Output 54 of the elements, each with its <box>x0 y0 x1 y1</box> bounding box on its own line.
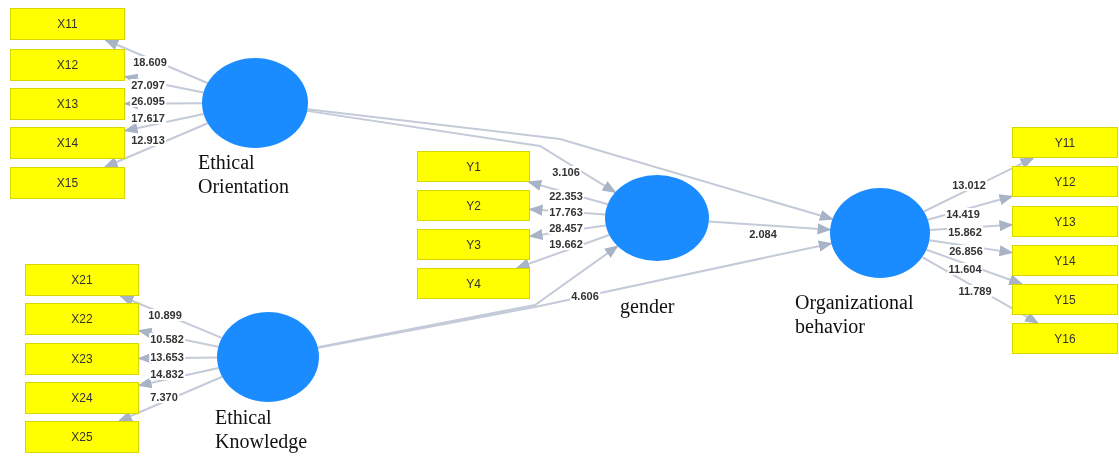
indicator-box: Y4 <box>417 268 530 299</box>
edge-label: 10.899 <box>147 309 183 321</box>
edge-label: 12.913 <box>130 134 166 146</box>
edge-label: 19.662 <box>548 238 584 250</box>
construct-label: Ethical Orientation <box>198 150 291 198</box>
indicator-box: X25 <box>25 421 139 453</box>
indicator-box: Y2 <box>417 190 530 221</box>
edge-label: 7.370 <box>149 391 179 403</box>
indicator-box: Y16 <box>1012 323 1118 354</box>
indicator-box: Y13 <box>1012 206 1118 237</box>
indicator-box: X15 <box>10 167 125 199</box>
edge-label: 18.609 <box>132 56 168 68</box>
indicator-box: Y12 <box>1012 166 1118 197</box>
indicator-box: Y1 <box>417 151 530 182</box>
indicator-box: X21 <box>25 264 139 296</box>
edge-label: 4.606 <box>570 290 600 302</box>
edge-label: 26.856 <box>948 245 984 257</box>
edge-label: 14.419 <box>945 208 981 220</box>
edge-label: 17.763 <box>548 206 584 218</box>
edge-label: 13.012 <box>951 179 987 191</box>
edge-label: 14.832 <box>149 368 185 380</box>
arrow <box>707 220 832 235</box>
indicator-box: Y15 <box>1012 284 1118 315</box>
indicator-box: Y14 <box>1012 245 1118 276</box>
edge-label: 13.653 <box>149 351 185 363</box>
edge-label: 17.617 <box>130 112 166 124</box>
edge-label: 2.084 <box>748 228 778 240</box>
edge-label: 15.862 <box>947 226 983 238</box>
construct-label: gender <box>620 294 676 318</box>
indicator-box: X22 <box>25 303 139 335</box>
arrow <box>316 245 619 349</box>
edge-label: 22.353 <box>548 190 584 202</box>
edge-label: 28.457 <box>548 222 584 234</box>
edge-label: 10.582 <box>149 333 185 345</box>
indicator-box: X13 <box>10 88 125 120</box>
construct-label: Ethical Knowledge <box>215 405 309 453</box>
arrow <box>306 109 617 194</box>
indicator-box: Y11 <box>1012 127 1118 158</box>
indicator-box: X11 <box>10 8 125 40</box>
indicator-box: X12 <box>10 49 125 81</box>
indicator-box: X23 <box>25 343 139 375</box>
arrow <box>123 112 205 134</box>
edge-label: 11.604 <box>947 263 983 275</box>
edge-label: 26.095 <box>130 95 166 107</box>
arrow <box>316 240 833 349</box>
indicator-box: X24 <box>25 382 139 414</box>
arrow <box>306 108 834 221</box>
construct-label: Organizational behavior <box>795 290 915 338</box>
edge-label: 3.106 <box>551 166 581 178</box>
indicator-box: X14 <box>10 127 125 159</box>
arrow <box>103 122 209 168</box>
edge-label: 27.097 <box>130 79 166 91</box>
edge-label: 11.789 <box>957 285 993 297</box>
indicator-box: Y3 <box>417 229 530 260</box>
